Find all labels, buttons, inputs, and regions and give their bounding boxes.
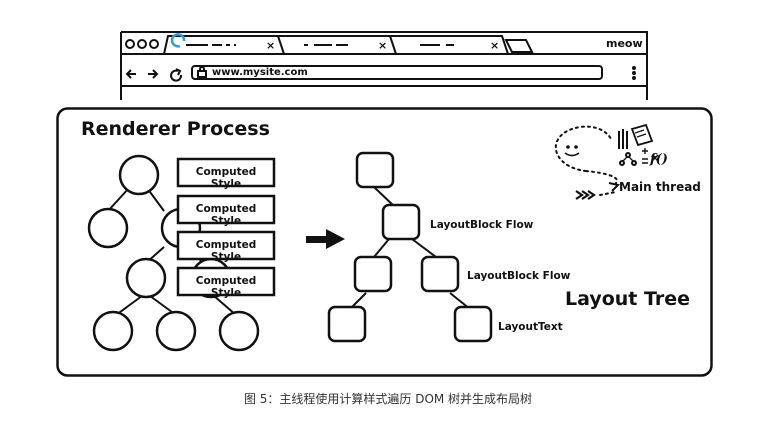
svg-text:×: × [378,39,387,52]
dom-node [87,207,129,249]
dom-node [118,154,160,196]
layout-tree-nodes [327,151,493,343]
dom-node [155,310,197,352]
layout-node [327,305,367,343]
layout-node-label: LayoutText [498,321,563,333]
diagram-drawing: f() [56,107,713,377]
panel-title: Renderer Process [81,118,270,140]
computed-style-label: Computed Style [195,203,257,227]
address-bar-url: www.mysite.com [212,67,308,78]
dom-node [218,310,260,352]
browser-window: × × × www.mysite.com meow [120,30,648,102]
computed-style-boxes [176,157,276,297]
browser-brand: meow [606,37,643,50]
computed-style-label: Computed Style [195,239,257,263]
main-thread-illustration [554,123,659,200]
dom-node [92,310,134,352]
layout-node [381,203,421,241]
layout-node [355,151,395,189]
transform-arrow [306,229,345,249]
tab-close-icons: × × × [170,33,499,52]
dom-node [125,257,167,299]
layout-node-label: LayoutBlock Flow [467,270,571,282]
layout-node [453,305,493,343]
panel-border [56,107,713,377]
main-thread-label: Main thread [619,180,701,194]
function-symbol: f() [649,152,668,167]
svg-text:×: × [490,39,499,52]
layout-tree-title: Layout Tree [565,288,691,310]
computed-style-label: Computed Style [195,166,257,190]
svg-text:×: × [266,39,275,52]
layout-node [420,255,460,293]
layout-node [353,255,393,293]
browser-frame-drawing [120,31,648,100]
figure-caption: 图 5：主线程使用计算样式遍历 DOM 树并生成布局树 [243,392,533,406]
layout-node-label: LayoutBlock Flow [430,219,534,231]
computed-style-label: Computed Style [195,275,257,299]
renderer-process-panel: f() Renderer Process Computed Style Comp… [56,107,713,377]
